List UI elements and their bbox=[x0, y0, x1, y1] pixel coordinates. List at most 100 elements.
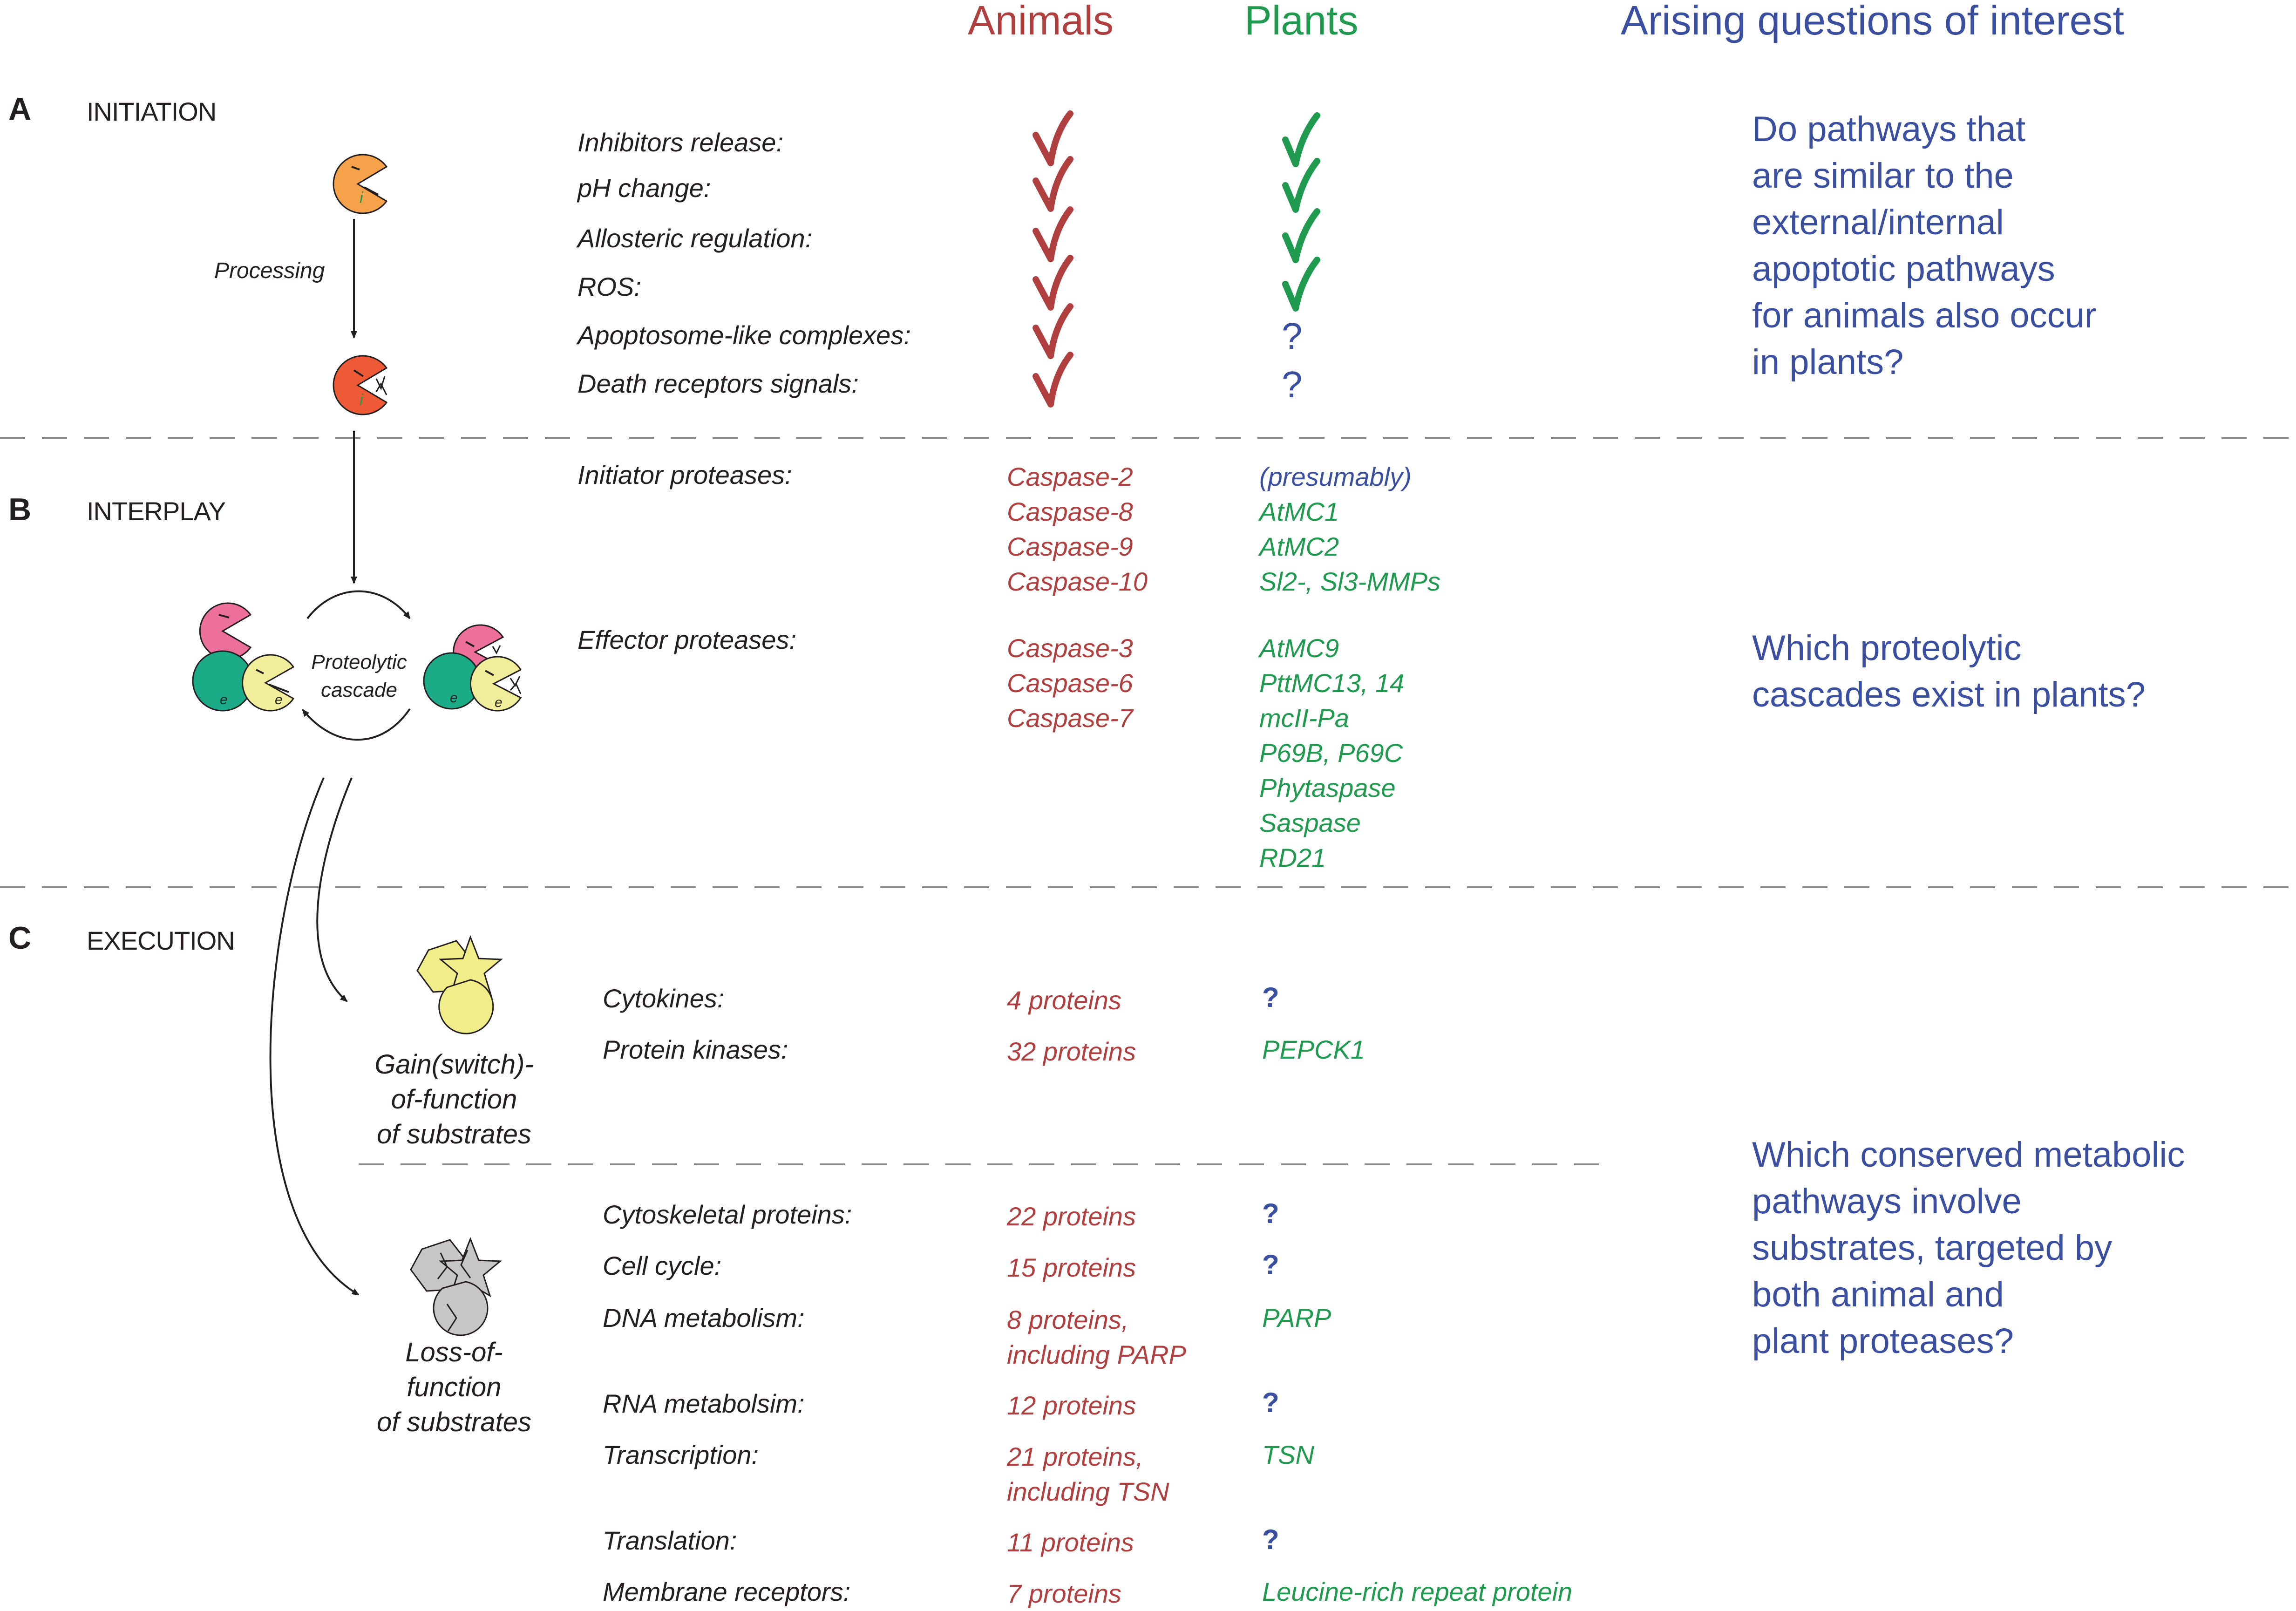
substrate-count-line: including TSN bbox=[1007, 1477, 1169, 1506]
effector-mark: e bbox=[450, 690, 458, 706]
initiator-plants-list: (presumably) AtMC1 AtMC2 Sl2-, Sl3-MMPs bbox=[1259, 459, 1440, 599]
initiation-question: Do pathways that are similar to the exte… bbox=[1752, 106, 2096, 386]
section-a-letter: A bbox=[8, 91, 32, 127]
protease-name: Caspase-6 bbox=[1007, 668, 1133, 698]
question-line: external/internal bbox=[1752, 203, 2004, 242]
protease-name: Caspase-3 bbox=[1007, 633, 1133, 663]
animals-check-icon bbox=[1033, 303, 1073, 359]
plants-unknown-mark: ? bbox=[1262, 1249, 1279, 1280]
question-line: for animals also occur bbox=[1752, 296, 2097, 335]
animals-substrate-count: 11 proteins bbox=[1007, 1525, 1134, 1560]
question-line: in plants? bbox=[1752, 342, 1904, 382]
protease-name: RD21 bbox=[1259, 843, 1326, 872]
gain-of-function-substrate-icon bbox=[416, 935, 503, 1034]
gain-label-line: of-function bbox=[391, 1084, 517, 1115]
interplay-question: Which proteolytic cascades exist in plan… bbox=[1752, 625, 2146, 718]
plants-unknown-mark: ? bbox=[1262, 1524, 1279, 1555]
protease-name: Caspase-8 bbox=[1007, 497, 1133, 526]
processing-label: Processing bbox=[214, 258, 325, 283]
protease-name: Caspase-9 bbox=[1007, 532, 1133, 561]
plants-unknown-mark: ? bbox=[1282, 315, 1303, 357]
question-line: plant proteases? bbox=[1752, 1321, 2014, 1361]
plants-unknown-mark: ? bbox=[1282, 364, 1303, 405]
initiation-row-label: Inhibitors release: bbox=[577, 128, 784, 157]
protease-name: Sl2-, Sl3-MMPs bbox=[1259, 567, 1440, 596]
plants-substrate: PARP bbox=[1262, 1303, 1331, 1332]
execution-row-label: Cytoskeletal proteins: bbox=[603, 1200, 852, 1229]
protease-name: Saspase bbox=[1259, 808, 1361, 837]
protease-name: Caspase-7 bbox=[1007, 703, 1133, 733]
plants-unknown-mark: ? bbox=[1262, 1387, 1279, 1418]
question-line: Which proteolytic bbox=[1752, 628, 2022, 668]
substrate-count-line: 32 proteins bbox=[1007, 1037, 1136, 1066]
inactive-initiator-protease-icon bbox=[333, 154, 388, 214]
plants-substrate: PEPCK1 bbox=[1262, 1035, 1365, 1064]
protease-name: mcII-Pa bbox=[1259, 703, 1349, 733]
substrate-count-line: 15 proteins bbox=[1007, 1253, 1136, 1282]
substrate-count-line: 11 proteins bbox=[1007, 1528, 1134, 1557]
initiation-row-label: Apoptosome-like complexes: bbox=[577, 320, 911, 350]
presumably-note: (presumably) bbox=[1259, 462, 1412, 491]
substrate-count-line: 22 proteins bbox=[1007, 1202, 1136, 1231]
question-line: both animal and bbox=[1752, 1275, 2004, 1314]
question-line: Do pathways that bbox=[1752, 109, 2026, 149]
animals-substrate-count: 22 proteins bbox=[1007, 1199, 1136, 1234]
animals-substrate-count: 8 proteins,including PARP bbox=[1007, 1302, 1186, 1372]
gain-label-line: Gain(switch)- bbox=[374, 1049, 534, 1080]
effector-mark: e bbox=[220, 692, 228, 707]
animals-check-icon bbox=[1033, 110, 1073, 166]
plants-unknown-mark: ? bbox=[1262, 1198, 1279, 1229]
animals-check-icon bbox=[1033, 255, 1073, 311]
substrate-count-line: 12 proteins bbox=[1007, 1391, 1136, 1420]
initiation-row-label: Death receptors signals: bbox=[577, 369, 859, 398]
execution-row-label: Membrane receptors: bbox=[603, 1577, 851, 1606]
to-gain-arrow bbox=[316, 777, 353, 1002]
plants-check-icon bbox=[1282, 257, 1320, 312]
animals-substrate-count: 32 proteins bbox=[1007, 1034, 1136, 1069]
protease-name: AtMC2 bbox=[1259, 532, 1339, 561]
animals-substrate-count: 4 proteins bbox=[1007, 983, 1121, 1018]
cascade-label-line: Proteolytic bbox=[311, 651, 407, 673]
animals-check-icon bbox=[1033, 352, 1073, 408]
execution-row-label: DNA metabolism: bbox=[603, 1303, 805, 1332]
question-line: apoptotic pathways bbox=[1752, 249, 2055, 289]
plants-check-icon bbox=[1282, 208, 1320, 263]
execution-row-label: Transcription: bbox=[603, 1440, 759, 1469]
question-line: cascades exist in plants? bbox=[1752, 675, 2146, 714]
substrate-count-line: 21 proteins, bbox=[1007, 1442, 1143, 1471]
protease-name: AtMC9 bbox=[1259, 633, 1339, 663]
protease-name: Caspase-10 bbox=[1007, 567, 1148, 596]
section-c-title: EXECUTION bbox=[87, 926, 235, 955]
cascade-arrow-top bbox=[306, 590, 411, 619]
loss-label-line: function bbox=[407, 1372, 502, 1402]
plants-unknown-mark: ? bbox=[1262, 982, 1279, 1013]
plants-check-icon bbox=[1282, 112, 1320, 167]
execution-row-label: Protein kinases: bbox=[603, 1035, 788, 1064]
execution-question: Which conserved metabolic pathways invol… bbox=[1752, 1132, 2185, 1365]
substrate-count-line: 4 proteins bbox=[1007, 986, 1121, 1015]
to-loss-arrow bbox=[269, 777, 360, 1296]
substrate-count-line: 8 proteins, bbox=[1007, 1305, 1129, 1334]
initiator-mark: i bbox=[360, 189, 364, 207]
initiation-row-label: ROS: bbox=[577, 272, 641, 301]
initiator-proteases-label: Initiator proteases: bbox=[577, 460, 792, 489]
animals-substrate-count: 7 proteins bbox=[1007, 1576, 1121, 1611]
animals-substrate-count: 12 proteins bbox=[1007, 1388, 1136, 1423]
animals-check-icon bbox=[1033, 156, 1073, 212]
question-line: substrates, targeted by bbox=[1752, 1228, 2113, 1268]
loss-of-function-label: Loss-of- function of substrates bbox=[354, 1335, 554, 1440]
plants-check-icon bbox=[1282, 158, 1320, 213]
loss-label-line: of substrates bbox=[376, 1407, 532, 1437]
effector-mark: e bbox=[275, 692, 283, 707]
inactive-cascade-icon bbox=[192, 602, 295, 712]
protease-name: P69B, P69C bbox=[1259, 738, 1403, 768]
animals-substrate-count: 15 proteins bbox=[1007, 1250, 1136, 1285]
section-b-title: INTERPLAY bbox=[87, 496, 226, 526]
cascade-arrow-bottom bbox=[302, 708, 411, 741]
plants-substrate: Leucine-rich repeat protein bbox=[1262, 1577, 1573, 1606]
animals-column-header: Animals bbox=[968, 0, 1114, 43]
question-line: are similar to the bbox=[1752, 156, 2014, 196]
loss-of-function-substrate-icon bbox=[410, 1237, 502, 1336]
loss-label-line: Loss-of- bbox=[405, 1337, 503, 1367]
execution-row-label: Cytokines: bbox=[603, 984, 725, 1013]
